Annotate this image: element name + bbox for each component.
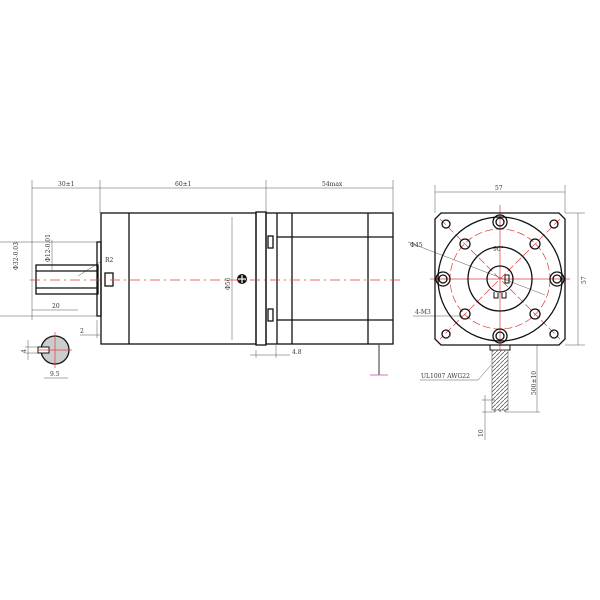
dim-angle: 90° [493,246,504,253]
shaft-section: 4 9.5 [21,332,72,379]
dim-width: 57 [495,185,503,192]
dim-cable-length: 500±10 [531,371,538,395]
front-centerlines [430,205,570,350]
dim-output-length: 30±1 [58,181,74,188]
front-outline [434,212,566,351]
lead-wire [370,344,388,376]
dim-motor-length: 54max [322,181,343,188]
dim-flange-thickness: 2 [80,328,84,335]
dim-flat-depth: 9.5 [50,371,60,378]
screw-icon [237,274,247,284]
side-view: 30±1 60±1 54max Φ32-0.03 Φ12-0.01 R2 20 … [0,180,400,379]
dimension-lines [0,180,394,358]
front-view: 57 57 Φ45 90° 4-M3 UL1007 AWG22 500±10 1… [407,185,588,440]
dim-height: 57 [581,276,588,284]
dim-cable: UL1007 AWG22 [421,373,470,380]
front-dimension-lines [407,185,585,440]
dim-strip-length: 10 [478,429,485,437]
dim-pilot-diameter: Φ32-0.03 [13,242,20,270]
dim-key-radius: R2 [105,257,114,264]
dim-gearbox-diameter: Φ56 [225,277,232,290]
side-outline [35,211,394,346]
dim-bolt-circle: Φ45 [410,242,423,249]
dim-key-length: 20 [52,303,60,310]
dim-shaft-diameter: Φ12-0.01 [45,234,52,262]
dim-gearbox-length: 60±1 [175,181,191,188]
dim-motor-flange: 4.8 [292,349,302,356]
dim-flat-width: 4 [21,349,28,353]
cable-bundle [491,349,509,412]
dim-holes: 4-M3 [415,309,431,316]
